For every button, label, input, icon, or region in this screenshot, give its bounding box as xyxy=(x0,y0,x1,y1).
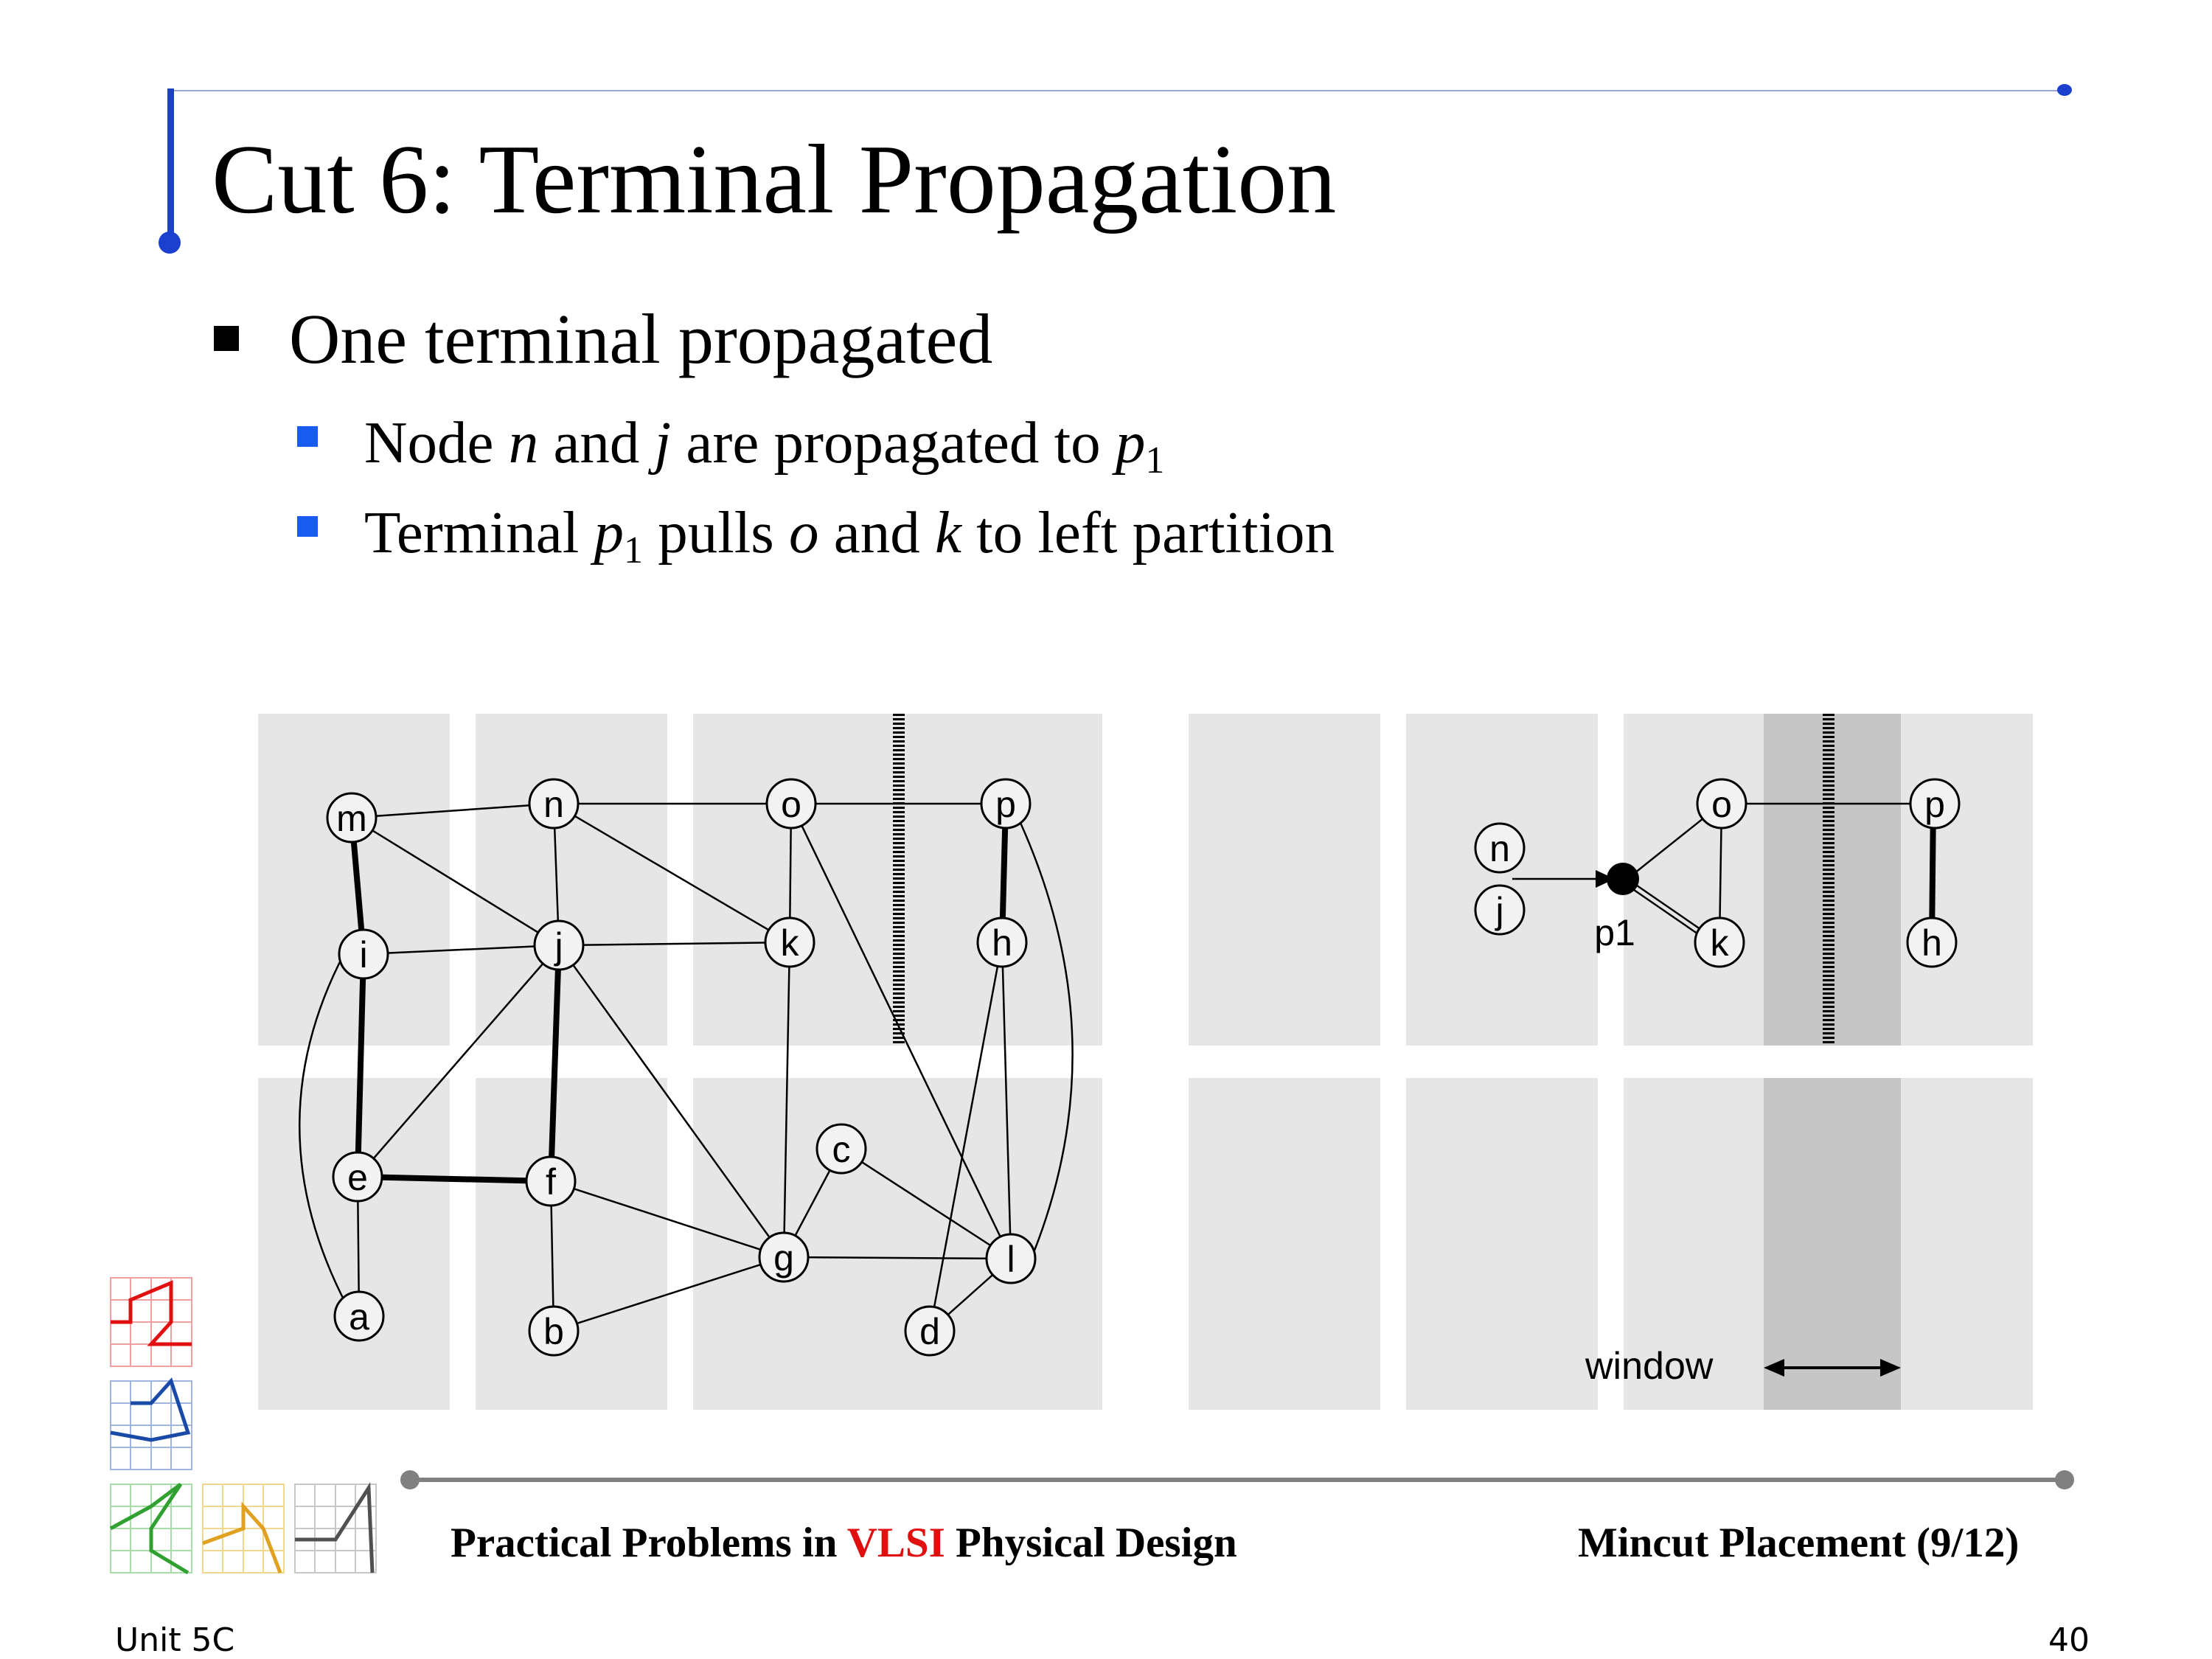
footer-section: Mincut Placement (9/12) xyxy=(1578,1520,2020,1566)
node-label-e: e xyxy=(347,1157,368,1198)
unit-label: Unit 5C xyxy=(115,1621,235,1659)
rule-end-dot xyxy=(2057,84,2072,96)
left-partition-regions xyxy=(258,714,1102,1410)
sub-bullet-square xyxy=(297,426,318,447)
node-label-m: m xyxy=(336,798,367,839)
window-band xyxy=(1764,714,1901,1410)
sub-bullet-1: Node n and j are propagated to p1 xyxy=(364,409,1165,481)
node-label-f: f xyxy=(546,1161,556,1203)
node-label-j: j xyxy=(553,925,563,967)
node-label-p: p xyxy=(1924,784,1945,825)
node-label-d: d xyxy=(919,1311,940,1352)
node-label-a: a xyxy=(349,1296,369,1338)
footer-rule xyxy=(400,1470,2074,1489)
node-label-n: n xyxy=(543,784,564,825)
node-label-k: k xyxy=(781,922,800,964)
node-label-o: o xyxy=(781,784,801,825)
slide-title: Cut 6: Terminal Propagation xyxy=(212,125,1337,234)
title-rule xyxy=(171,90,2069,91)
title-accent-dot xyxy=(159,232,181,254)
node-label-n: n xyxy=(1489,828,1510,869)
node-label-h: h xyxy=(992,922,1012,964)
sub-bullet-2: Terminal p1 pulls o and k to left partit… xyxy=(364,499,1335,571)
arrow-head xyxy=(1596,870,1615,888)
node-label-h: h xyxy=(1921,922,1942,964)
node-label-g: g xyxy=(773,1237,794,1279)
left-node-labels: m n o p i j k h e f c g l a b d xyxy=(336,784,1016,1352)
left-graph-nodes xyxy=(326,778,1037,1357)
bullet-square xyxy=(214,326,239,351)
bullet-text: One terminal propagated xyxy=(289,299,993,378)
book-logo xyxy=(109,1277,377,1575)
right-node-labels: n j o k p h p1 xyxy=(1489,784,1945,964)
page-number: 40 xyxy=(2048,1621,2090,1659)
node-label-k: k xyxy=(1711,922,1730,964)
right-graph-nodes xyxy=(1474,778,1961,968)
terminal-p1 xyxy=(1607,863,1639,895)
node-label-p: p xyxy=(995,784,1016,825)
node-label-o: o xyxy=(1711,784,1732,825)
right-partition-regions xyxy=(1189,714,2033,1410)
title-accent-bar xyxy=(167,88,174,240)
node-label-b: b xyxy=(543,1311,564,1352)
window-arrow xyxy=(1764,1359,1901,1377)
node-label-i: i xyxy=(359,934,367,975)
terminal-label: p1 xyxy=(1594,912,1635,953)
node-label-j: j xyxy=(1494,890,1503,931)
node-label-l: l xyxy=(1006,1239,1015,1280)
window-label: window xyxy=(1585,1345,1714,1388)
node-label-c: c xyxy=(832,1129,851,1170)
sub-bullet-square xyxy=(297,516,318,537)
footer-book-title: Practical Problems in VLSI Physical Desi… xyxy=(451,1520,1237,1566)
